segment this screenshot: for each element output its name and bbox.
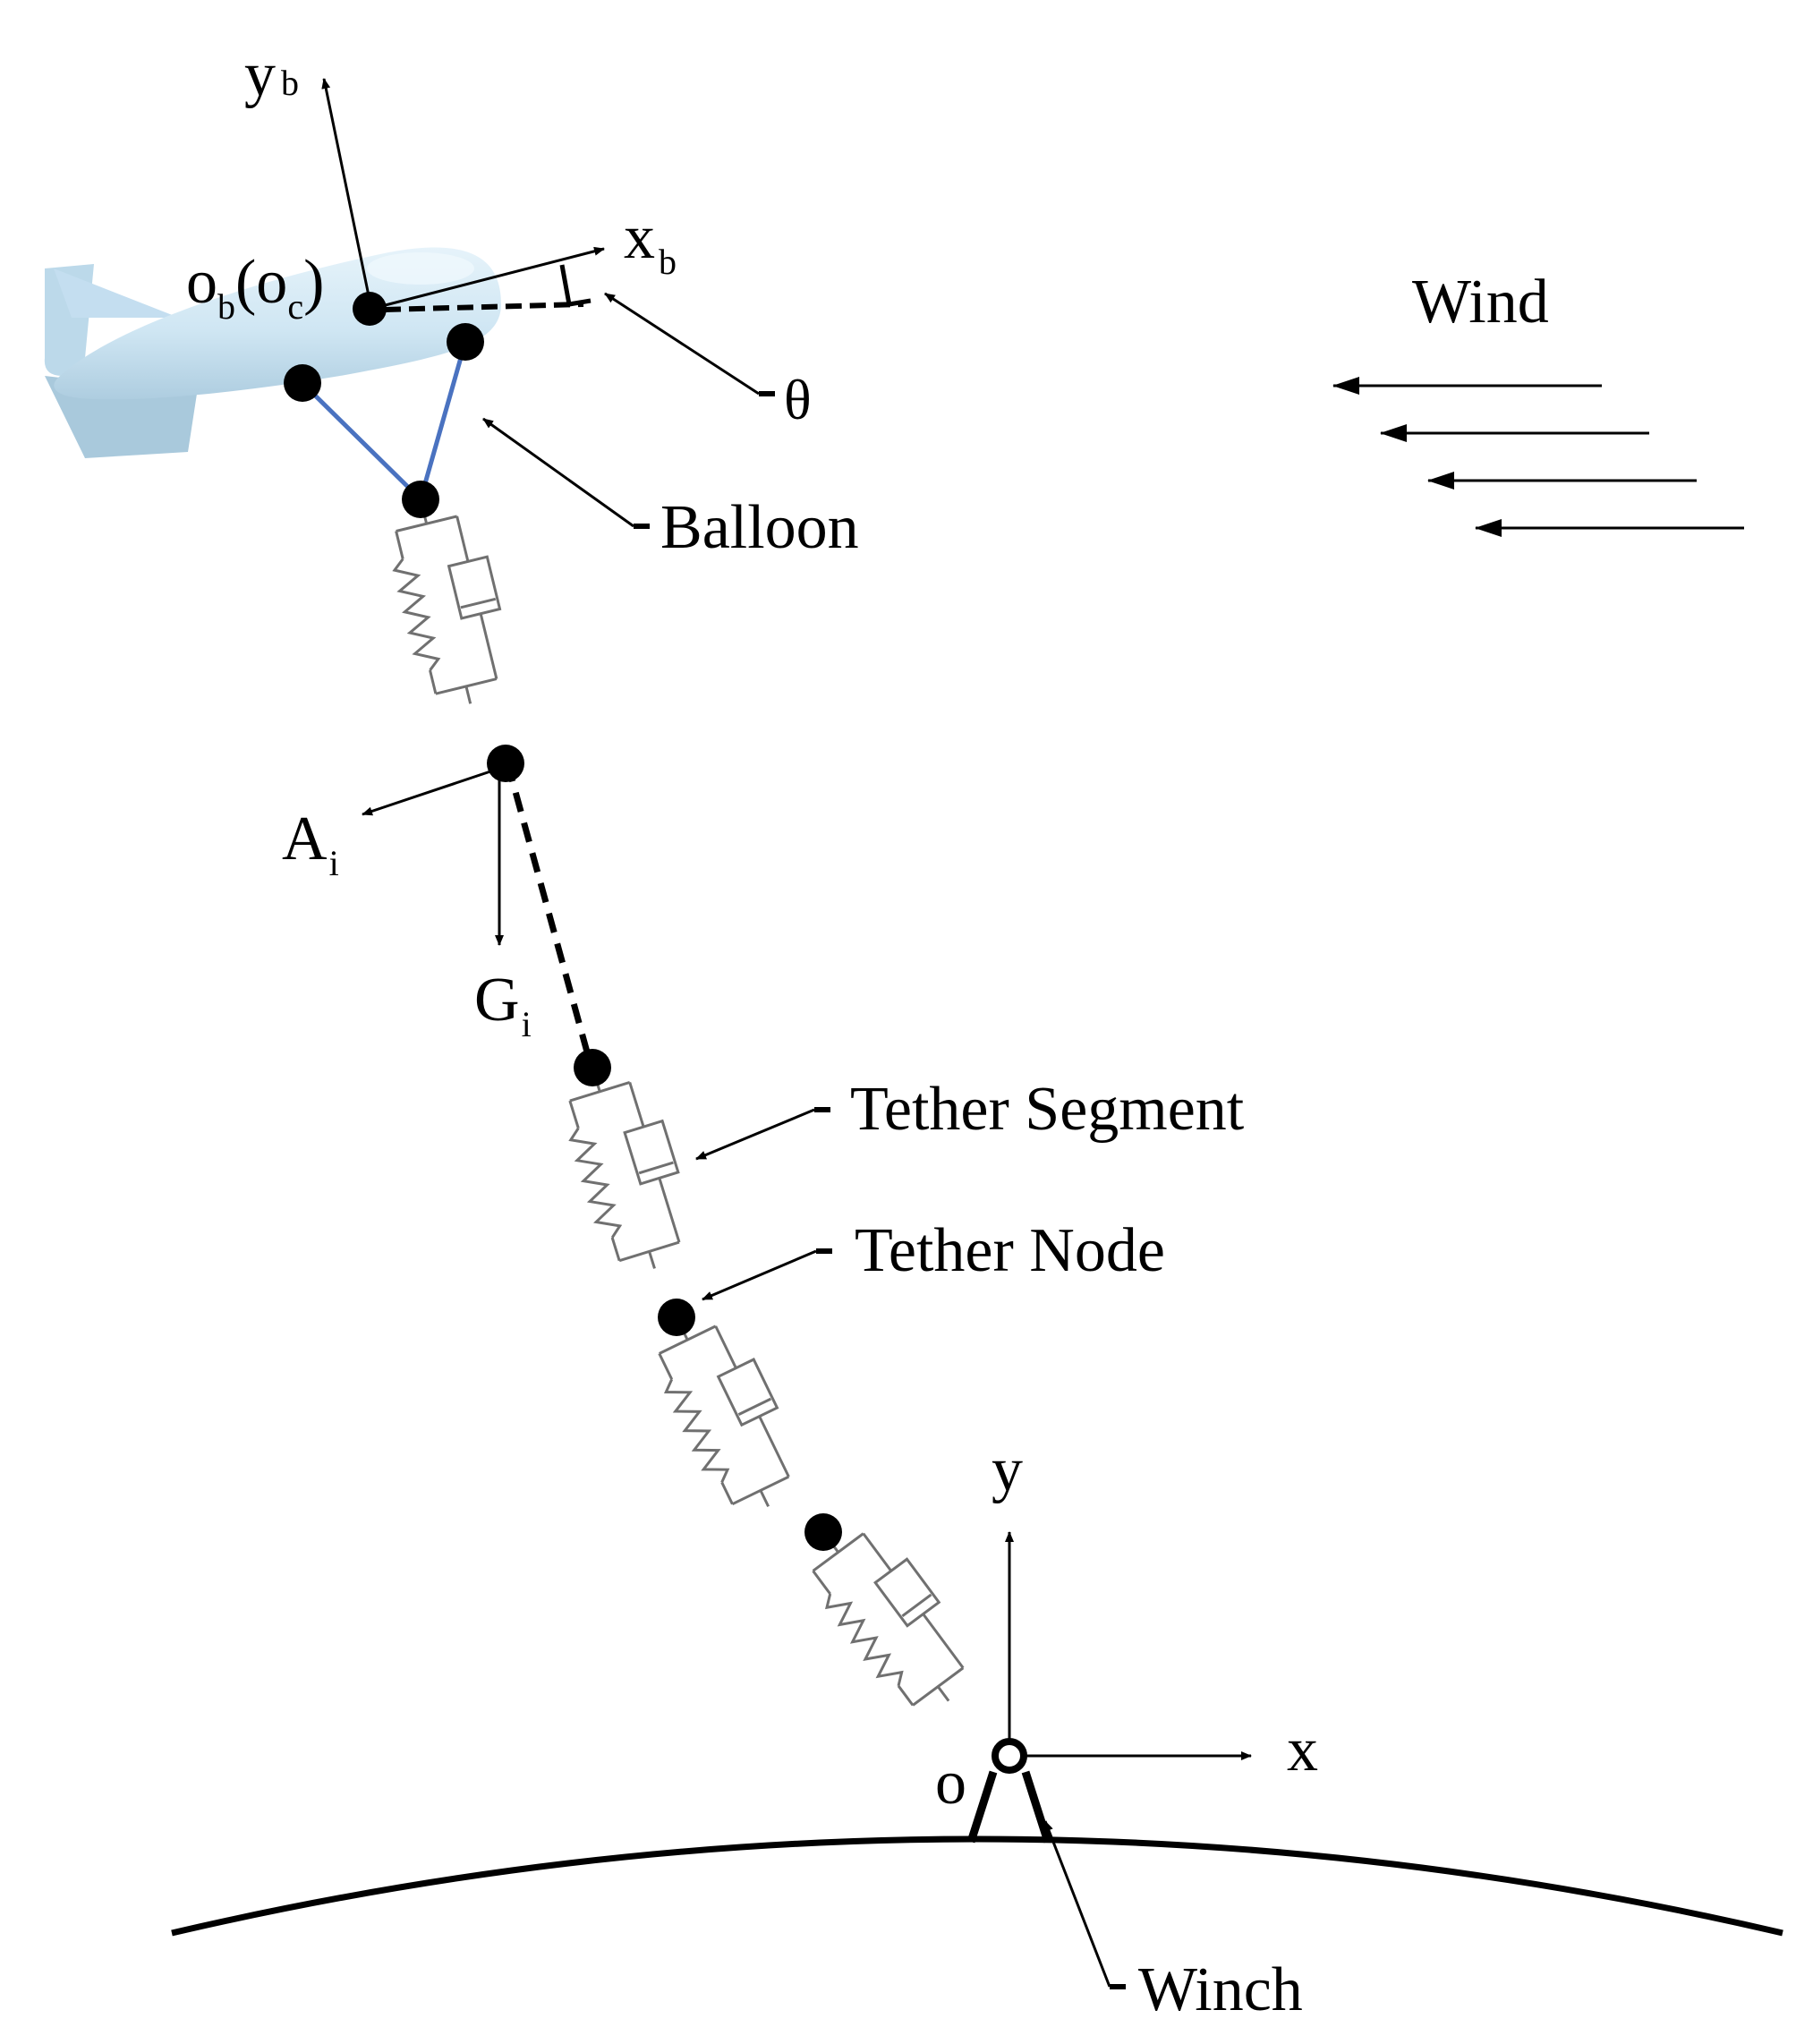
ground-surface [171, 1835, 1783, 1937]
winch-leader-arrow [1043, 1820, 1111, 1988]
balloon-label: Balloon [660, 493, 859, 562]
tether-node-i [487, 745, 524, 782]
aerodynamic-force-label: Ai [282, 805, 339, 883]
bridle-node-right [447, 323, 484, 361]
tether-segment-label: Tether Segment [850, 1075, 1245, 1144]
tether-dashed-section [504, 762, 594, 1066]
tether-node-leader-arrow [702, 1249, 817, 1301]
tether-segment-leader-arrow [695, 1108, 815, 1161]
theta-label: θ [784, 368, 812, 431]
theta-angle-mark [559, 264, 592, 307]
xb-axis-arrow [370, 246, 605, 311]
y-axis-label: y [992, 1435, 1023, 1504]
ground-origin-label: o [935, 1749, 966, 1818]
tether-node-4 [804, 1513, 842, 1551]
gravity-force-label: Gi [474, 966, 532, 1044]
balloon-center-node [353, 292, 387, 326]
bridle-line-right [418, 341, 468, 500]
bridle-line-left [301, 381, 422, 501]
yb-axis-arrow [321, 78, 373, 310]
balloon-shape [44, 247, 502, 458]
tether-segment-4 [812, 1531, 965, 1707]
x-axis-label: x [1287, 1716, 1318, 1784]
tether-node-3 [658, 1299, 695, 1336]
wind-label: Wind [1412, 268, 1549, 336]
horizontal-reference-dashed [384, 302, 584, 312]
theta-leader-arrow [604, 292, 760, 396]
confluence-node [402, 481, 439, 518]
tether-segment-1 [392, 498, 502, 704]
tether-segment-2 [568, 1067, 681, 1269]
tether-node-label: Tether Node [855, 1216, 1165, 1285]
tether-node-2 [574, 1049, 611, 1086]
winch-label: Winch [1138, 1955, 1303, 2024]
tether-segment-3 [658, 1316, 790, 1508]
aerodynamic-force-arrow [362, 765, 505, 816]
balloon-origin-label: ob(oc) [186, 248, 324, 327]
winch-icon [966, 1738, 1052, 1844]
balloon-leader-arrow [482, 417, 634, 528]
bridle-node-left [284, 364, 321, 402]
